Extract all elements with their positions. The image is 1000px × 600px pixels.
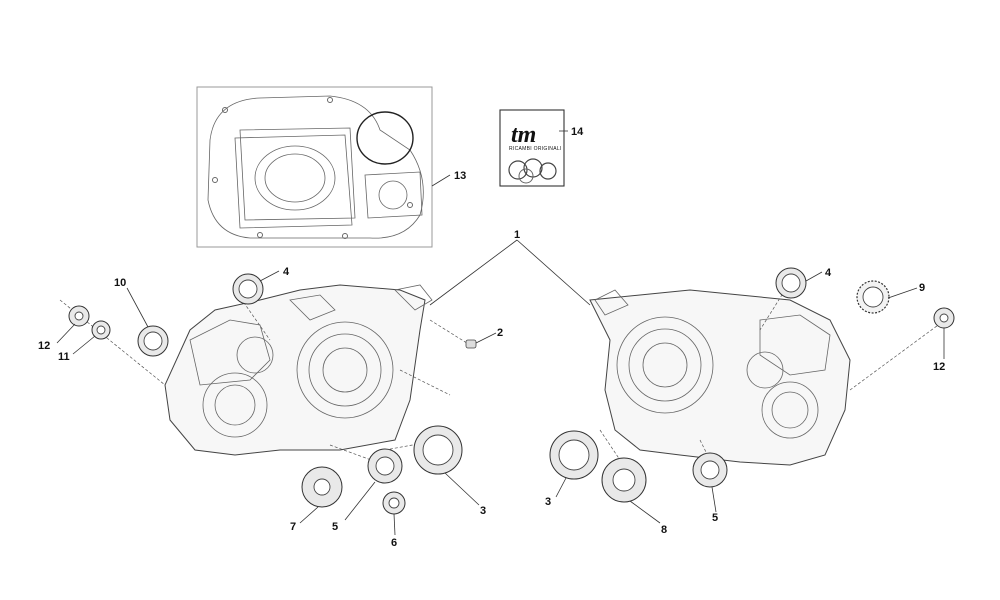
label-11: 11 [58, 351, 70, 363]
bearing-12-left [68, 305, 90, 327]
bearing-4-right [775, 267, 807, 299]
label-13: 13 [454, 170, 466, 182]
bearings-and-seals [68, 267, 955, 515]
label-2: 2 [497, 327, 503, 339]
label-5-left: 5 [332, 521, 338, 533]
label-12-right: 12 [933, 361, 945, 373]
logo-subtitle: RICAMBI ORIGINALI [509, 146, 562, 152]
label-9: 9 [919, 282, 925, 294]
bearing-10 [137, 325, 169, 357]
label-3-left: 3 [480, 505, 486, 517]
bearing-12-right [933, 307, 955, 329]
label-1: 1 [514, 229, 520, 241]
part-labels: 1 2 3 3 4 4 5 5 6 7 8 9 10 11 12 12 13 1… [38, 126, 945, 549]
left-crankcase-half [164, 284, 433, 456]
label-10: 10 [114, 277, 126, 289]
bearing-3-left [413, 425, 463, 475]
label-8: 8 [661, 524, 667, 536]
label-4-right: 4 [825, 267, 832, 279]
bearing-5-left [367, 448, 403, 484]
seal-kit-package: tm RICAMBI ORIGINALI [499, 109, 565, 187]
bearing-6 [382, 491, 406, 515]
label-6: 6 [391, 537, 397, 549]
bearing-11 [91, 320, 111, 340]
label-7: 7 [290, 521, 296, 533]
bearing-3-right [549, 430, 599, 480]
label-4-left: 4 [283, 266, 290, 278]
label-5-right: 5 [712, 512, 718, 524]
label-14: 14 [571, 126, 584, 138]
bearing-7 [301, 466, 343, 508]
label-12-left: 12 [38, 340, 50, 352]
gasket-kit-panel [196, 86, 433, 248]
tm-logo: tm [511, 122, 536, 148]
label-3-right: 3 [545, 496, 551, 508]
dowel-pin-2 [465, 339, 477, 349]
bearing-5-right [692, 452, 728, 488]
bearing-8 [601, 457, 647, 503]
right-crankcase-half [589, 289, 851, 466]
leader-lines [56, 130, 945, 536]
needle-bearing-9 [856, 280, 890, 314]
bearing-4-left [232, 273, 264, 305]
